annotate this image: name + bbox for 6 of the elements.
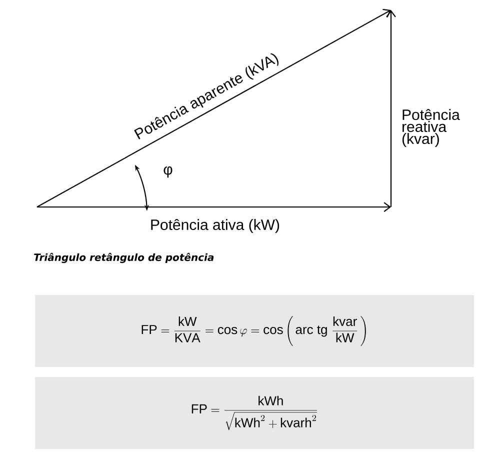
diagram-label: Potência ativa (kW) bbox=[151, 219, 280, 234]
formula-panel: $\mathrm{FP} = \frac{\mathrm{kW}}{\mathrm{KVA}} = \cos\varphi = \cos\left(\,\mathrm{arc\ tg}\ \frac{\mathrm{kvar}}{\mathrm{kW}}\,\right)$ bbox=[35, 295, 474, 367]
diagram-label: φ bbox=[164, 166, 172, 178]
diagram-label: Potência reativa (kvar) bbox=[402, 109, 460, 148]
formula-panel: $\mathrm{FP} = \frac{\mathrm{kWh}}{\sqrt{\mathrm{kWh}^2 + \mathrm{kvarh}^2}}$ bbox=[35, 377, 474, 449]
caption: Triângulo retângulo de potência bbox=[34, 252, 214, 264]
